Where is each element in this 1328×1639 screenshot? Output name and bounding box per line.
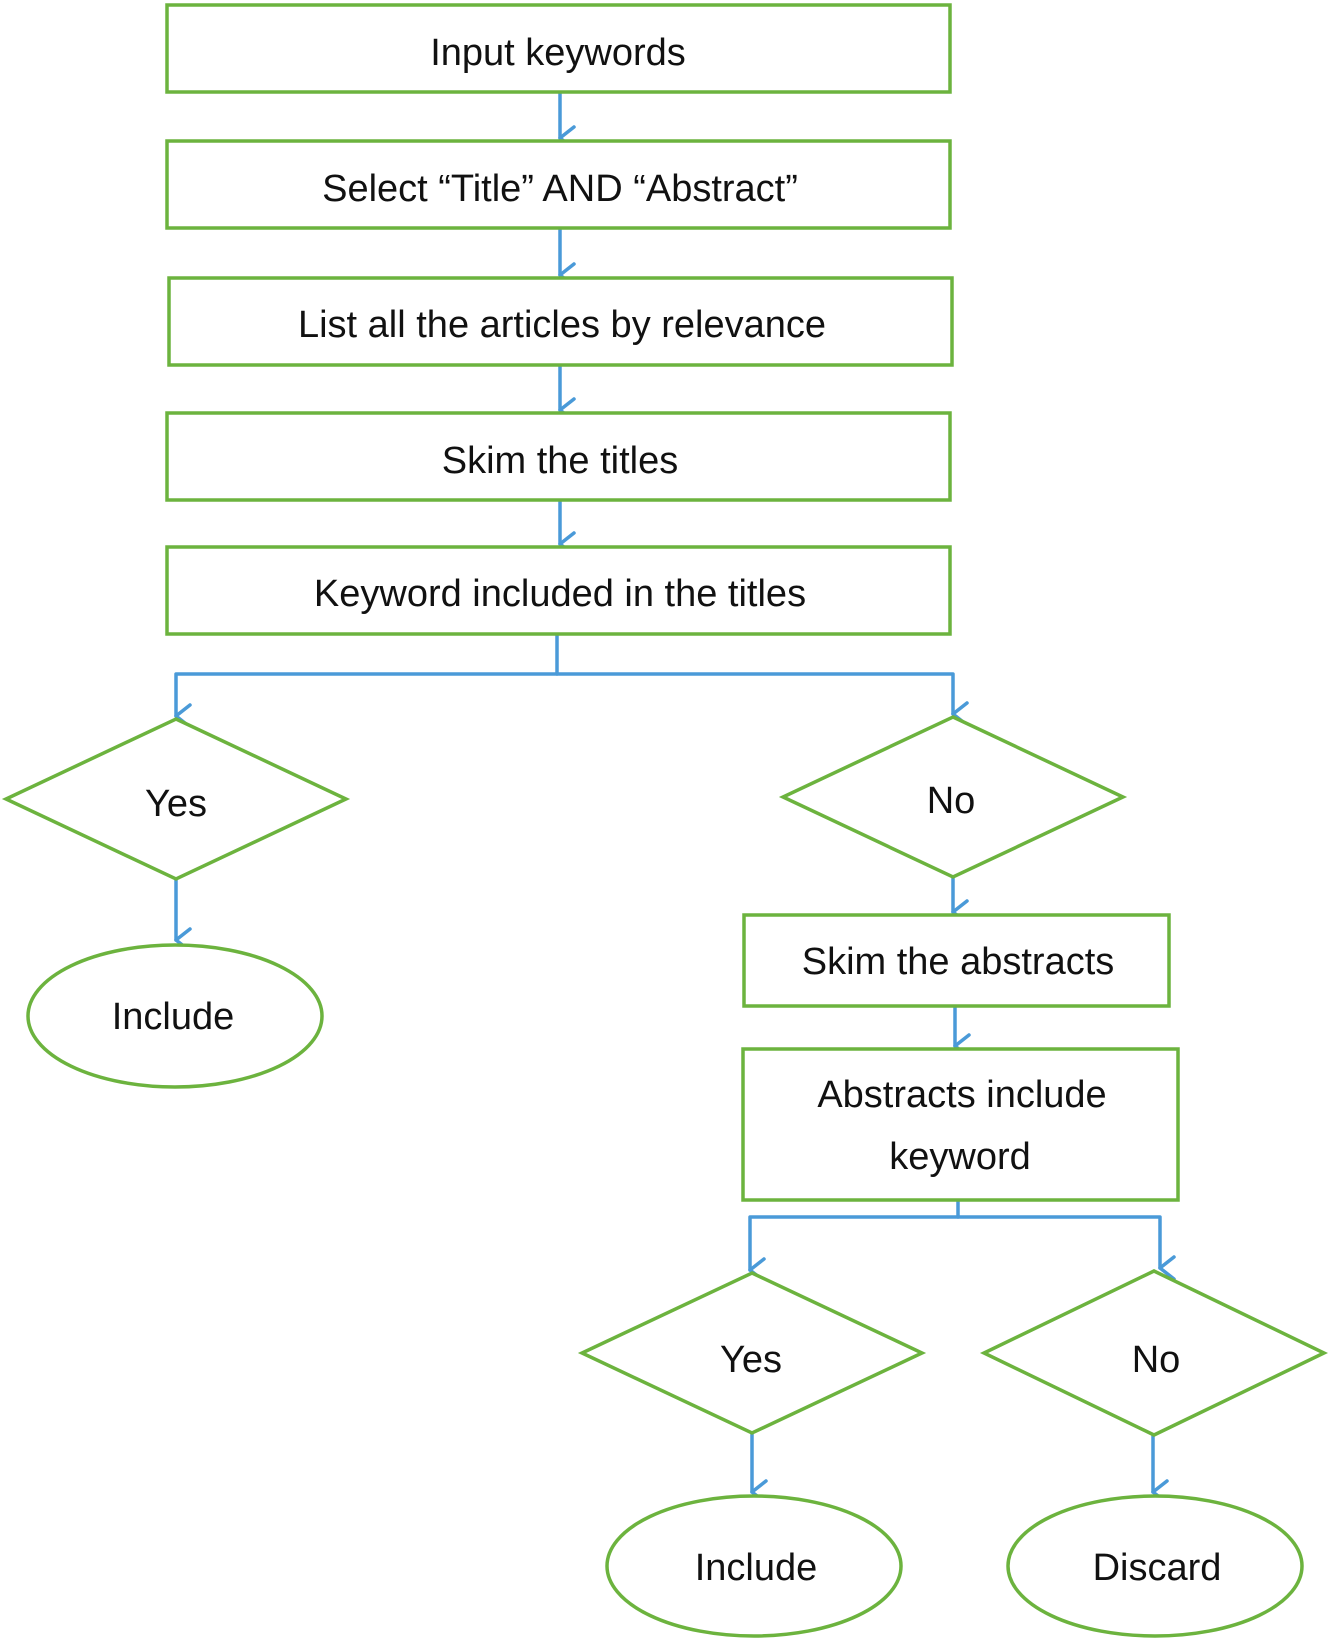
node-label: Discard [1093,1547,1222,1589]
node-label-line1: Abstracts include [817,1074,1106,1116]
process-box [165,411,952,502]
terminal-ellipse [26,943,324,1089]
node-abstracts-yes: Yes [577,1271,927,1435]
node-list-articles: List all the articles by relevance [167,276,954,367]
node-keyword-in-titles: Keyword included in the titles [165,545,952,636]
decision-diamond [1,717,351,881]
process-box [165,545,952,636]
node-titles-yes: Yes [1,717,351,881]
edges [174,88,1176,1505]
process-box [165,3,952,94]
node-select-title-abstract: Select “Title” AND “Abstract” [165,139,952,230]
decision-diamond [778,715,1128,879]
edge-keyword-branch [174,632,559,729]
process-box [741,1047,1180,1202]
node-skim-titles: Skim the titles [165,411,952,502]
node-label: Skim the titles [442,440,679,482]
node-label: Include [695,1547,818,1589]
process-box [742,913,1171,1008]
edge-abstracts-include-to-no [956,1215,1176,1281]
decision-diamond [979,1269,1328,1437]
node-label-line2: keyword [889,1136,1031,1178]
node-skim-abstracts: Skim the abstracts [742,913,1171,1008]
edge-abstracts-include-branch [748,1198,960,1283]
node-abstracts-no: No [979,1269,1328,1437]
node-include-1: Include [26,943,324,1089]
node-label: List all the articles by relevance [298,304,826,346]
node-titles-no: No [778,715,1128,879]
node-label: Include [112,996,235,1038]
node-label: Skim the abstracts [802,941,1115,983]
node-label: No [927,780,976,822]
node-label: Select “Title” AND “Abstract” [322,168,798,210]
node-label: Yes [145,783,207,825]
node-input-keywords: Input keywords [165,3,952,94]
node-label: Yes [720,1339,782,1381]
process-box [165,139,952,230]
process-box [167,276,954,367]
node-label: Input keywords [430,32,686,74]
node-include-2: Include [605,1494,903,1638]
node-abstracts-include: Abstracts include keyword [741,1047,1180,1202]
node-label: Keyword included in the titles [314,573,806,615]
terminal-ellipse [605,1494,903,1638]
edge-keyword-to-no [555,672,969,727]
terminal-ellipse [1006,1494,1304,1638]
node-discard: Discard [1006,1494,1304,1638]
decision-diamond [577,1271,927,1435]
node-label: No [1132,1339,1181,1381]
